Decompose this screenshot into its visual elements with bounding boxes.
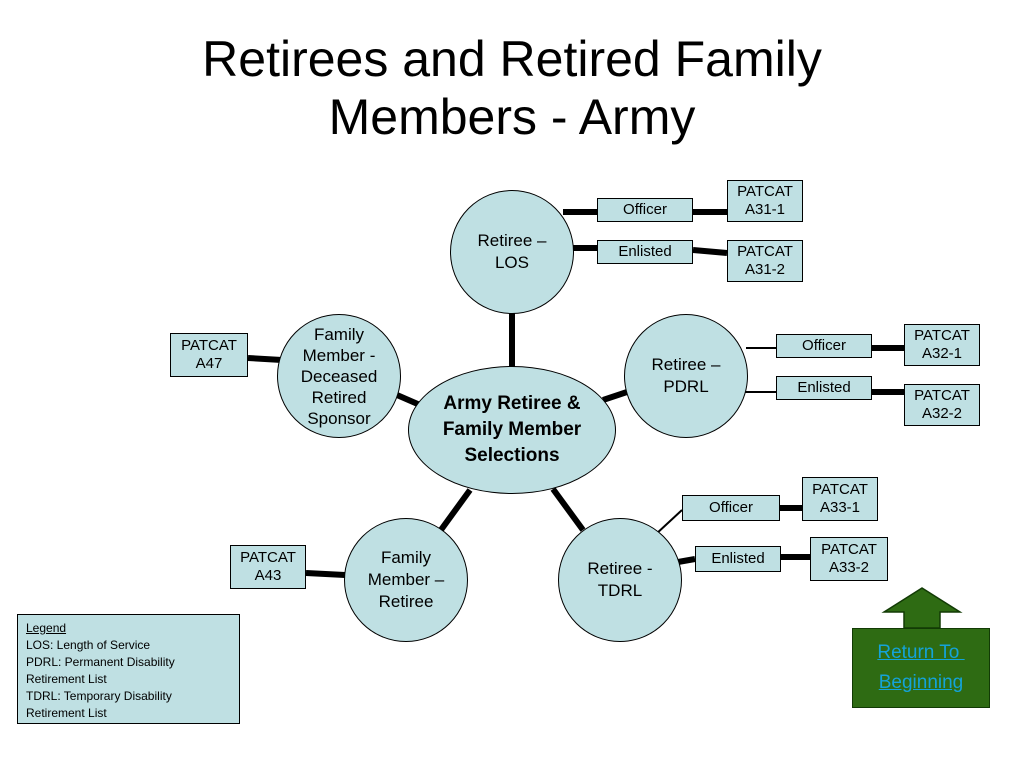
a31-2-line-1: PATCAT xyxy=(737,243,793,260)
a32-2-line-2: A32-2 xyxy=(921,405,963,422)
node-fm-deceased-line-3: Deceased xyxy=(300,366,378,386)
a31-1-line-1: PATCAT xyxy=(737,183,793,200)
a43-line-2: A43 xyxy=(254,567,282,584)
title-line-2: Members - Army xyxy=(328,89,696,145)
up-arrow-icon[interactable] xyxy=(880,586,964,630)
page-title: Retirees and Retired Family Members - Ar… xyxy=(0,30,1024,146)
box-patcat-a32-2: PATCAT A32-2 xyxy=(904,384,980,426)
center-line-1: Army Retiree & xyxy=(443,393,581,414)
legend-heading: Legend xyxy=(26,621,67,635)
legend-box: Legend LOS: Length of Service PDRL: Perm… xyxy=(17,614,240,724)
node-retiree-tdrl: Retiree - TDRL xyxy=(558,518,682,642)
node-fm-retiree-line-1: Family xyxy=(380,548,432,567)
node-fm-deceased-line-1: Family xyxy=(313,324,365,344)
a32-2-line-1: PATCAT xyxy=(914,387,970,404)
box-patcat-a31-1: PATCAT A31-1 xyxy=(727,180,803,222)
link-center-tdrl xyxy=(550,487,586,532)
a47-line-1: PATCAT xyxy=(181,337,237,354)
a33-1-line-2: A33-1 xyxy=(819,499,861,516)
a31-1-line-2: A31-1 xyxy=(744,201,786,218)
node-los-line-2: LOS xyxy=(494,253,529,272)
return-to-beginning-button[interactable]: Return To Beginning xyxy=(852,628,990,708)
title-line-1: Retirees and Retired Family xyxy=(202,31,822,87)
legend-line: Retirement List xyxy=(26,672,107,686)
node-retiree-los: Retiree – LOS xyxy=(450,190,574,314)
box-los-officer: Officer xyxy=(597,198,693,222)
box-pdrl-enlisted: Enlisted xyxy=(776,376,872,400)
node-pdrl-line-2: PDRL xyxy=(663,377,709,396)
box-patcat-a31-2: PATCAT A31-2 xyxy=(727,240,803,282)
box-pdrl-officer: Officer xyxy=(776,334,872,358)
node-fm-deceased-line-2: Member - xyxy=(302,345,376,365)
node-family-member-retiree: Family Member – Retiree xyxy=(344,518,468,642)
return-button-line-1: Return To xyxy=(877,642,965,663)
link-center-fm-retiree xyxy=(435,488,473,536)
node-tdrl-line-2: TDRL xyxy=(597,581,643,600)
box-patcat-a33-2: PATCAT A33-2 xyxy=(810,537,888,581)
box-patcat-a33-1: PATCAT A33-1 xyxy=(802,477,878,521)
link-enlisted-a312 xyxy=(692,247,728,256)
node-family-member-deceased: Family Member - Deceased Retired Sponsor xyxy=(277,314,401,438)
a32-1-line-1: PATCAT xyxy=(914,327,970,344)
box-patcat-a32-1: PATCAT A32-1 xyxy=(904,324,980,366)
node-pdrl-line-1: Retiree – xyxy=(651,355,721,374)
node-fm-retiree-line-3: Retiree xyxy=(378,592,434,611)
link-a47-fm-deceased xyxy=(247,355,283,363)
center-node-army-retiree: Army Retiree & Family Member Selections xyxy=(408,366,616,494)
box-tdrl-enlisted: Enlisted xyxy=(695,546,781,572)
legend-line: LOS: Length of Service xyxy=(26,638,151,652)
a47-line-2: A47 xyxy=(195,355,223,372)
legend-line: Retirement List xyxy=(26,706,107,720)
node-los-line-1: Retiree – xyxy=(477,231,547,250)
center-line-3: Selections xyxy=(464,445,560,466)
node-tdrl-line-1: Retiree - xyxy=(587,559,653,578)
box-tdrl-officer: Officer xyxy=(682,495,780,521)
link-tdrl-officer xyxy=(654,509,683,536)
link-tdrl-enlisted xyxy=(677,556,696,565)
node-fm-deceased-line-5: Sponsor xyxy=(307,408,371,428)
link-center-pdrl xyxy=(602,389,628,403)
box-patcat-a43: PATCAT A43 xyxy=(230,545,306,589)
legend-line: TDRL: Temporary Disability xyxy=(26,689,172,703)
return-button-line-2: Beginning xyxy=(878,672,964,693)
node-fm-deceased-line-4: Retired xyxy=(311,387,367,407)
a33-1-line-1: PATCAT xyxy=(812,481,868,498)
a32-1-line-2: A32-1 xyxy=(921,345,963,362)
center-line-2: Family Member xyxy=(442,419,582,440)
a33-2-line-2: A33-2 xyxy=(828,559,870,576)
a31-2-line-2: A31-2 xyxy=(744,261,786,278)
node-retiree-pdrl: Retiree – PDRL xyxy=(624,314,748,438)
legend-line: PDRL: Permanent Disability xyxy=(26,655,175,669)
box-los-enlisted: Enlisted xyxy=(597,240,693,264)
a33-2-line-1: PATCAT xyxy=(821,541,877,558)
box-patcat-a47: PATCAT A47 xyxy=(170,333,248,377)
link-a43-fm-retiree xyxy=(305,570,346,578)
a43-line-1: PATCAT xyxy=(240,549,296,566)
node-fm-retiree-line-2: Member – xyxy=(367,570,445,589)
